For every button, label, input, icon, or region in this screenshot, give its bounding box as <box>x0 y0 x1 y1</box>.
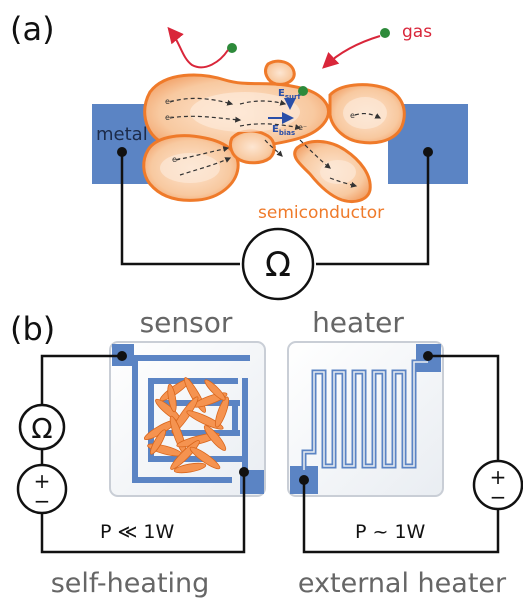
svg-text:e⁻: e⁻ <box>165 113 174 122</box>
sensor-contact-dot-1 <box>117 351 127 361</box>
circuit-a-wire <box>120 152 430 266</box>
metal-label: metal <box>96 124 148 145</box>
panel-a-label: (a) <box>10 10 55 48</box>
electron-markers: e⁻ e⁻ e⁻ e⁻ e⁻ <box>165 97 359 164</box>
sensor-title: sensor <box>140 306 233 339</box>
plus-left: + <box>34 469 51 493</box>
grain-cores <box>160 92 387 184</box>
heater-contact-dot-2 <box>299 475 309 485</box>
sensor-chip <box>109 341 266 497</box>
e-surf-label: Esurf <box>278 88 301 101</box>
ohm-symbol-b: Ω <box>31 412 52 445</box>
svg-text:e⁻: e⁻ <box>298 123 307 132</box>
e-bias-label: Ebias <box>272 124 295 137</box>
gas-molecule-leaving <box>227 43 237 53</box>
gas-molecule-adsorbed <box>298 86 308 96</box>
voltage-source-right <box>472 459 523 511</box>
circuit-b-right-wire <box>302 354 500 554</box>
electron-paths <box>169 97 382 188</box>
plus-right: + <box>490 465 507 489</box>
semiconductor-label: semiconductor <box>258 203 384 223</box>
heater-title: heater <box>312 306 404 339</box>
power-label-left: P ≪ 1W <box>100 521 175 543</box>
left-contact-dot <box>117 147 127 157</box>
circuit-b-left-wire <box>40 354 246 554</box>
sensor-contact-dot-2 <box>239 467 249 477</box>
voltage-source-left <box>16 463 68 515</box>
heater-chip <box>287 341 444 497</box>
caption-self-heating: self-heating <box>51 568 210 599</box>
minus-left: − <box>34 489 51 513</box>
right-contact-dot <box>423 147 433 157</box>
svg-text:e⁻: e⁻ <box>350 111 359 120</box>
gas-molecule-incoming <box>380 28 390 38</box>
panel-b-label: (b) <box>10 310 55 348</box>
ohmmeter-b <box>18 403 66 451</box>
minus-right: − <box>490 485 507 509</box>
svg-text:e⁻: e⁻ <box>165 97 174 106</box>
caption-external-heater: external heater <box>298 568 507 599</box>
ohm-symbol-a: Ω <box>265 245 291 285</box>
gas-label: gas <box>402 22 432 42</box>
heater-contact-dot-1 <box>423 351 433 361</box>
nanowire-network <box>143 377 230 474</box>
power-label-right: P ~ 1W <box>355 521 426 543</box>
svg-text:e⁻: e⁻ <box>172 155 181 164</box>
adsorption-arrow <box>322 35 381 69</box>
ohmmeter-a <box>241 227 315 301</box>
desorption-arrow <box>167 26 229 69</box>
